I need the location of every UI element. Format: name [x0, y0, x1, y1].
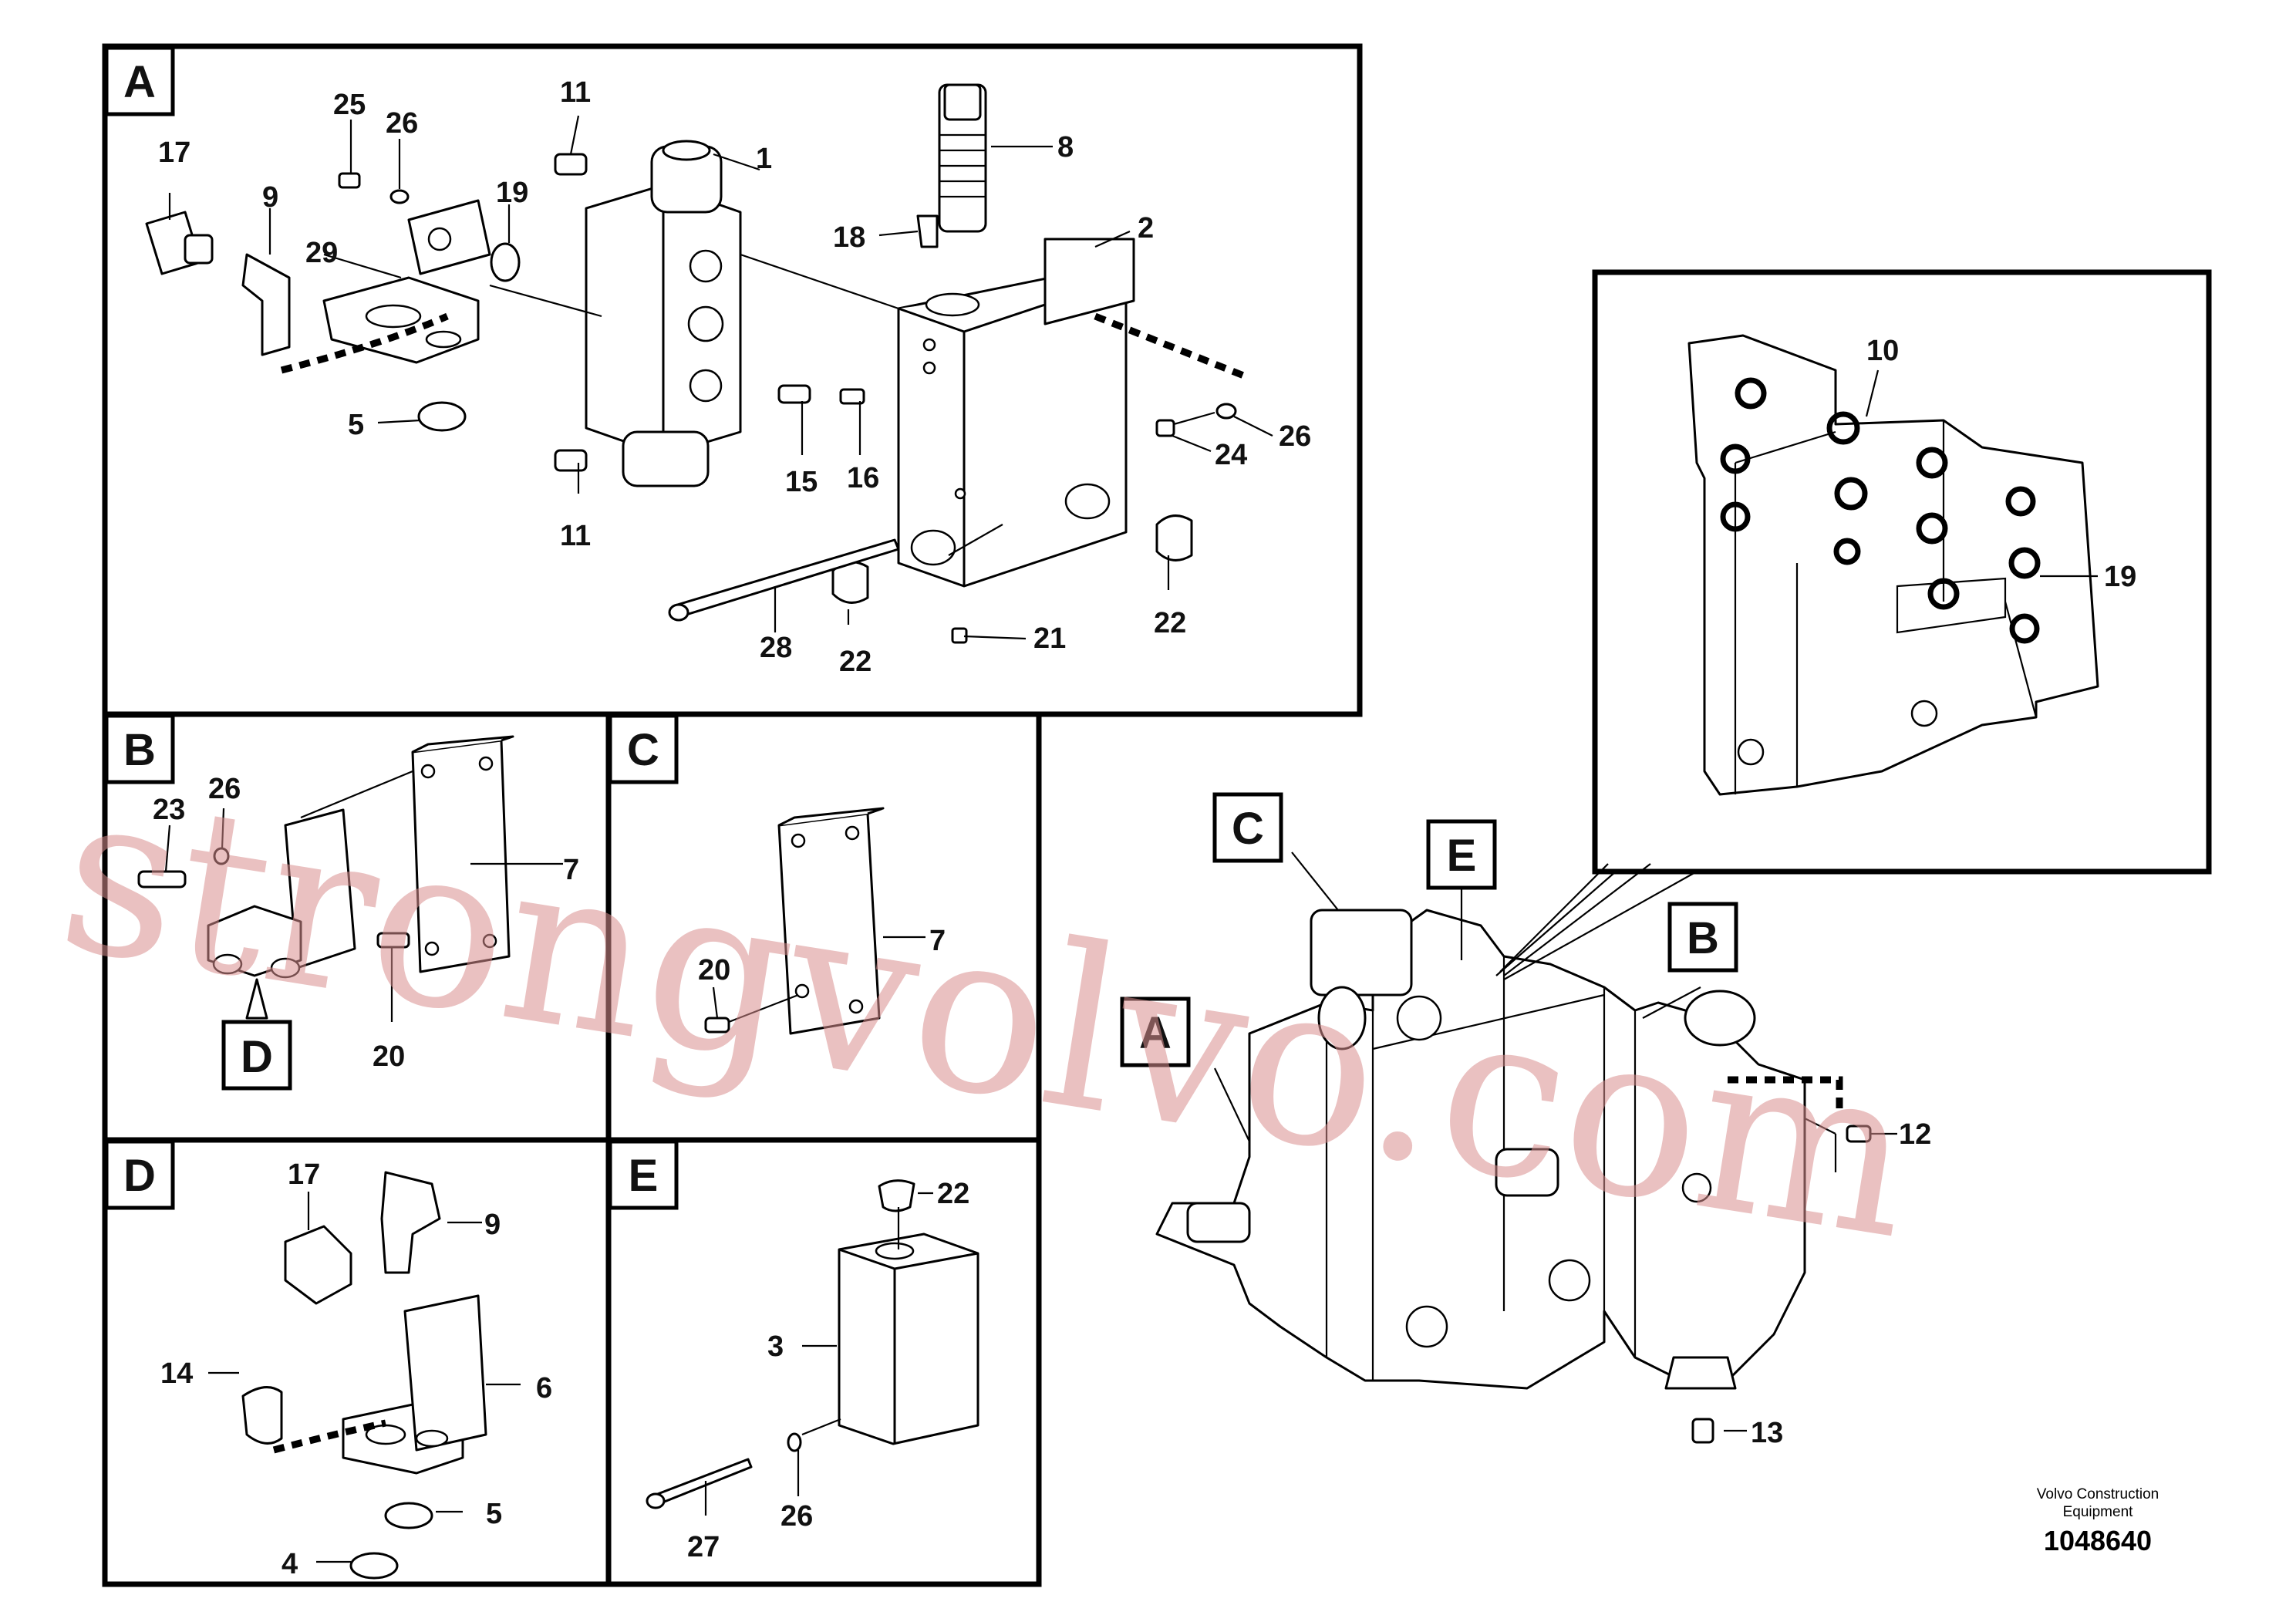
screw-25 [338, 172, 361, 189]
label-22-left: 22 [839, 646, 872, 678]
fitting-11-top [554, 153, 588, 176]
drawing-number: 1048640 [2044, 1525, 2152, 1556]
label-10: 10 [1866, 335, 1899, 367]
washer-26b [1215, 403, 1237, 420]
label-6: 6 [536, 1372, 552, 1404]
label-27: 27 [687, 1531, 720, 1563]
panel-c-drawing: 20 7 [698, 807, 946, 1035]
o-ring-19 [490, 242, 521, 282]
fitting-18 [916, 214, 939, 248]
cover-7-b [411, 739, 511, 973]
screw-24 [1155, 419, 1175, 437]
label-9: 9 [262, 181, 278, 214]
label-23: 23 [153, 794, 185, 826]
watermark: strongvolvo.com [46, 740, 1930, 1289]
fitting-14 [241, 1386, 283, 1445]
detail-panel-frame [1592, 269, 2212, 875]
panel-e-tag: E [629, 1151, 659, 1201]
panel-frames [102, 43, 2212, 1587]
label-4: 4 [282, 1548, 298, 1580]
label-12: 12 [1899, 1118, 1931, 1151]
label-22-right: 22 [1154, 607, 1186, 639]
label-7-c: 7 [929, 925, 946, 957]
elbow-9 [241, 253, 291, 356]
plug-22b [1155, 514, 1193, 561]
label-17-d: 17 [288, 1158, 320, 1191]
label-5: 5 [348, 409, 364, 441]
bolt-27 [650, 1458, 753, 1507]
nut-5-d [384, 1502, 433, 1529]
panel-a-tag: A [123, 57, 156, 107]
label-5-d: 5 [486, 1498, 502, 1530]
footer: Volvo Construction Equipment 1048640 [2037, 1486, 2159, 1556]
panel-d-ref-tag: D [241, 1032, 273, 1082]
assembly-tag-a: A [1139, 1008, 1172, 1058]
assembly-tag-e: E [1447, 831, 1477, 881]
washer-26a [389, 189, 410, 204]
panel-c-tag: C [627, 725, 659, 775]
panel-d-drawing: 17 9 14 6 5 4 [160, 1158, 552, 1580]
label-18: 18 [833, 221, 865, 254]
screw-20-b [376, 932, 410, 949]
nut-5 [417, 401, 467, 432]
label-15: 15 [785, 466, 818, 498]
label-19-detail: 19 [2104, 561, 2136, 593]
label-11-top: 11 [560, 76, 591, 109]
label-19: 19 [496, 177, 528, 209]
assembly-view: C E A B 12 13 [1120, 792, 1931, 1449]
assembly-tag-b: B [1687, 913, 1719, 963]
panel-tags: A B C D E [104, 46, 679, 1210]
panel-b-drawing: 23 26 7 20 D [137, 735, 579, 1091]
footer-company: Volvo Construction [2037, 1486, 2159, 1502]
panel-e-frame [605, 1137, 1042, 1587]
label-8: 8 [1057, 131, 1074, 164]
fitting-13 [1691, 1418, 1714, 1444]
screw-23 [137, 870, 187, 889]
label-13: 13 [1751, 1417, 1783, 1449]
label-11-bottom: 11 [560, 520, 591, 552]
label-2: 2 [1138, 212, 1154, 244]
panel-b-tag: B [123, 725, 156, 775]
assembly-tag-c: C [1232, 804, 1264, 854]
valve-block-3 [838, 1233, 979, 1445]
panel-d-tag: D [123, 1151, 156, 1201]
panel-e-drawing: 22 3 26 27 [646, 1178, 979, 1563]
footer-company-line2: Equipment [2063, 1504, 2134, 1520]
fitting-16 [839, 388, 865, 405]
fitting-15 [777, 384, 811, 404]
label-20-c: 20 [698, 954, 730, 986]
cover-plate [1043, 238, 1135, 325]
label-3: 3 [767, 1330, 784, 1363]
washer-26-e [787, 1432, 802, 1452]
label-26-top: 26 [386, 107, 418, 140]
label-21: 21 [1033, 622, 1066, 655]
label-14: 14 [160, 1357, 193, 1390]
cover-c-assembly [1310, 909, 1413, 996]
elbow-9-d [380, 1171, 441, 1274]
nut-4 [349, 1552, 399, 1580]
label-28: 28 [760, 632, 792, 664]
label-22-e: 22 [937, 1178, 969, 1210]
screw-21 [951, 627, 968, 644]
label-26-b: 26 [208, 773, 241, 805]
elbow-17-d [284, 1225, 352, 1305]
label-1: 1 [756, 143, 772, 175]
plug-22-e [878, 1179, 915, 1212]
label-24: 24 [1215, 439, 1247, 471]
fitting-11-bottom [554, 449, 588, 472]
label-16: 16 [847, 462, 879, 494]
washer-26-b [213, 847, 230, 865]
label-29: 29 [305, 237, 338, 269]
panel-a-drawing: 1 2 5 8 9 11 11 15 16 17 18 19 21 22 22 … [145, 76, 1311, 678]
label-26-e: 26 [781, 1500, 813, 1533]
label-20-b: 20 [373, 1040, 405, 1073]
label-17: 17 [158, 137, 190, 169]
label-9-d: 9 [484, 1209, 501, 1241]
label-26-right: 26 [1279, 420, 1311, 453]
label-7-b: 7 [563, 854, 579, 886]
detail-panel-drawing: 10 19 [1687, 334, 2136, 796]
label-25: 25 [333, 89, 366, 121]
